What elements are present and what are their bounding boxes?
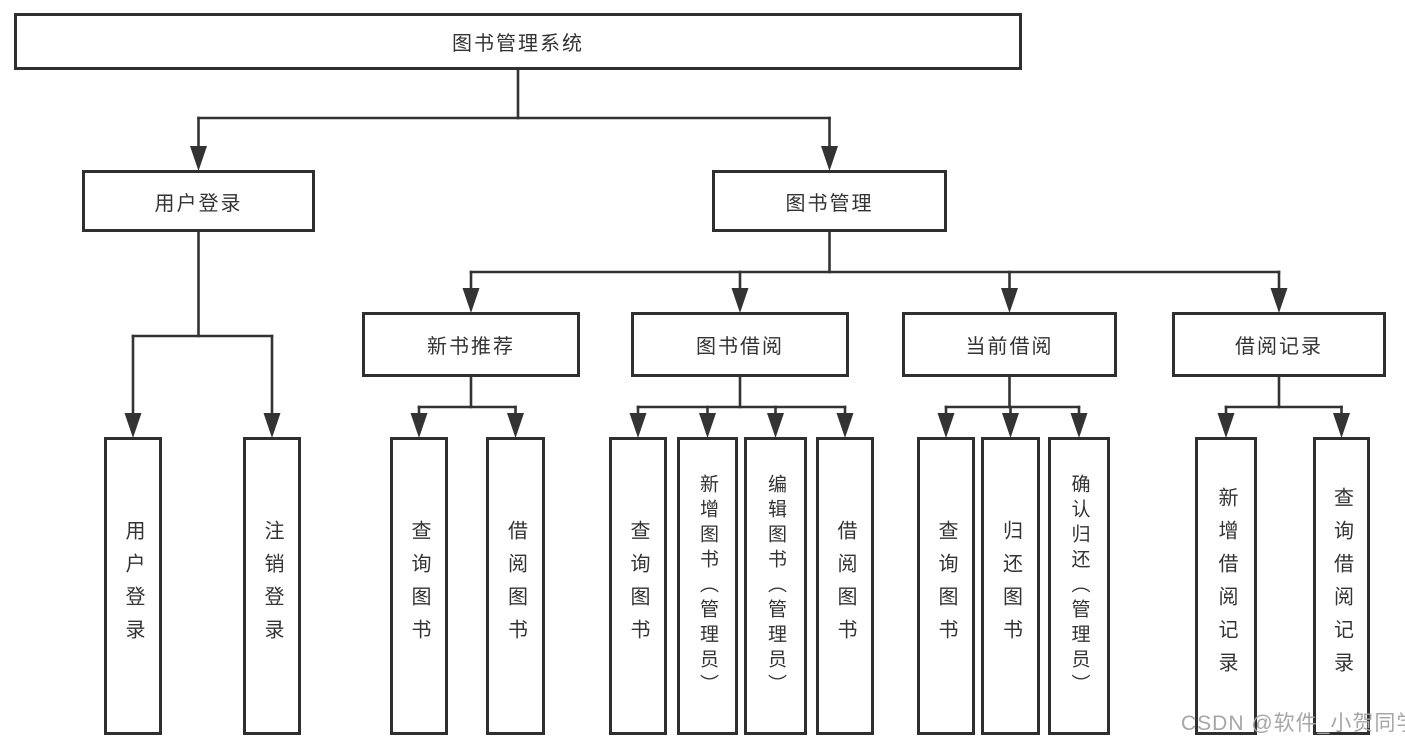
node-label: 图书管理 xyxy=(785,192,874,215)
node-label: 新书推荐 xyxy=(427,336,515,358)
arrowhead-icon xyxy=(507,413,524,438)
arrowhead-icon xyxy=(767,413,784,438)
node-borrow-books-1: 借阅图书 xyxy=(486,437,545,735)
node-label: 新增图书（管理员） xyxy=(697,473,718,699)
arrowhead-icon xyxy=(1270,288,1288,313)
arrowhead-icon xyxy=(699,413,716,438)
node-label: 查询图书 xyxy=(408,520,430,652)
arrowhead-icon xyxy=(410,413,428,438)
node-user-login: 用户登录 xyxy=(82,170,315,232)
node-new-book-recommend: 新书推荐 xyxy=(362,312,580,377)
node-label: 用户登录 xyxy=(122,520,144,652)
node-label: 当前借阅 xyxy=(965,336,1054,358)
arrowhead-icon xyxy=(190,146,207,171)
node-label: 借阅记录 xyxy=(1235,336,1323,358)
node-add-borrow-record: 新增借阅记录 xyxy=(1195,437,1257,735)
node-label: 查询图书 xyxy=(935,520,957,652)
node-add-books: 新增图书（管理员） xyxy=(677,437,738,735)
node-query-books-1: 查询图书 xyxy=(390,437,448,735)
node-return-books: 归还图书 xyxy=(981,437,1040,735)
arrowhead-icon xyxy=(1333,413,1350,438)
node-label: 查询图书 xyxy=(627,520,649,652)
arrowhead-icon xyxy=(1001,288,1018,313)
node-borrow-records: 借阅记录 xyxy=(1172,312,1386,377)
arrowhead-icon xyxy=(731,288,749,313)
node-label: 用户登录 xyxy=(154,192,243,215)
node-query-books-2: 查询图书 xyxy=(609,437,667,735)
node-label: 编辑图书（管理员） xyxy=(765,473,786,699)
node-label: 借阅图书 xyxy=(834,520,856,652)
node-edit-books: 编辑图书（管理员） xyxy=(744,437,807,735)
node-user-login-leaf: 用户登录 xyxy=(104,437,162,735)
arrowhead-icon xyxy=(462,288,480,313)
node-label: 注销登录 xyxy=(261,520,283,652)
arrowhead-icon xyxy=(124,413,142,438)
arrowhead-icon xyxy=(1002,413,1019,438)
node-label: 图书借阅 xyxy=(696,336,784,358)
arrowhead-icon xyxy=(263,413,281,438)
node-logout: 注销登录 xyxy=(243,437,301,735)
node-confirm-return: 确认归还（管理员） xyxy=(1048,437,1110,735)
node-query-books-3: 查询图书 xyxy=(917,437,975,735)
node-label: 新增借阅记录 xyxy=(1215,487,1237,685)
node-query-borrow-record: 查询借阅记录 xyxy=(1313,437,1370,735)
node-label: 图书管理系统 xyxy=(452,33,584,55)
node-root: 图书管理系统 xyxy=(14,13,1022,70)
arrowhead-icon xyxy=(629,413,647,438)
node-label: 归还图书 xyxy=(999,520,1022,652)
node-book-borrowing: 图书借阅 xyxy=(631,312,849,377)
node-label: 借阅图书 xyxy=(504,520,527,652)
arrowhead-icon xyxy=(836,413,854,438)
node-book-management: 图书管理 xyxy=(712,170,947,232)
arrowhead-icon xyxy=(1070,413,1088,438)
arrowhead-icon xyxy=(821,146,838,171)
arrowhead-icon xyxy=(937,413,955,438)
node-borrow-books-2: 借阅图书 xyxy=(816,437,874,735)
node-label: 确认归还（管理员） xyxy=(1068,473,1090,699)
node-label: 查询借阅记录 xyxy=(1330,487,1353,685)
node-current-borrowing: 当前借阅 xyxy=(902,312,1117,377)
arrowhead-icon xyxy=(1217,413,1235,438)
